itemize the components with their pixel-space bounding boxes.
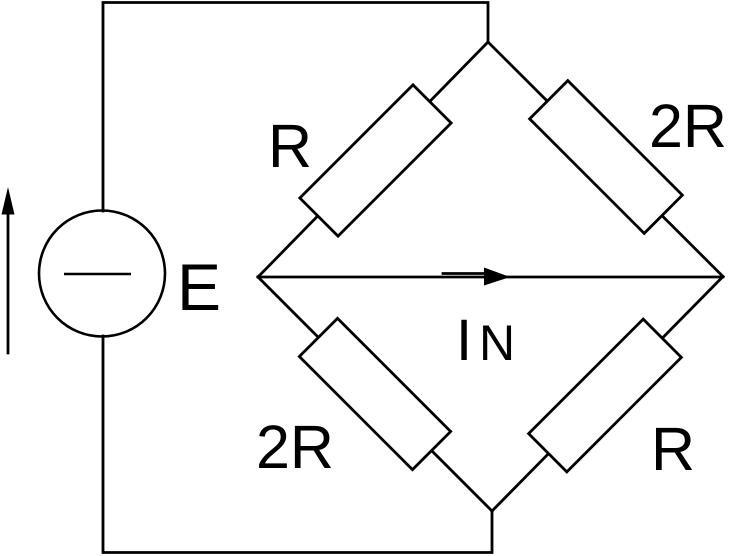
norton-current-arrow [441, 267, 510, 286]
resistor-body-bottom-right [526, 317, 684, 474]
voltage-source [37, 209, 167, 338]
norton-arrow-head-icon [484, 267, 510, 286]
label-resistor-top-left: R [268, 112, 312, 180]
label-resistor-bottom-right: R [651, 415, 695, 483]
label-current-subscript: N [479, 315, 515, 371]
resistor-bodies [297, 78, 685, 474]
resistor-body-top-left [297, 82, 454, 239]
source-current-arrow [1, 187, 15, 355]
label-resistor-bottom-left: 2R [256, 413, 334, 481]
labels: R 2R 2R R E I N [177, 92, 727, 483]
label-source: E [177, 250, 221, 324]
wire-top-loop [101, 1, 490, 213]
wire-bottom-loop [101, 334, 494, 554]
resistor-body-bottom-left [297, 316, 453, 472]
label-current-symbol: I [456, 308, 472, 373]
source-arrow-head-icon [1, 187, 15, 215]
voltage-source-circle [37, 209, 167, 338]
resistor-body-top-right [527, 78, 685, 236]
label-resistor-top-right: 2R [649, 92, 727, 160]
